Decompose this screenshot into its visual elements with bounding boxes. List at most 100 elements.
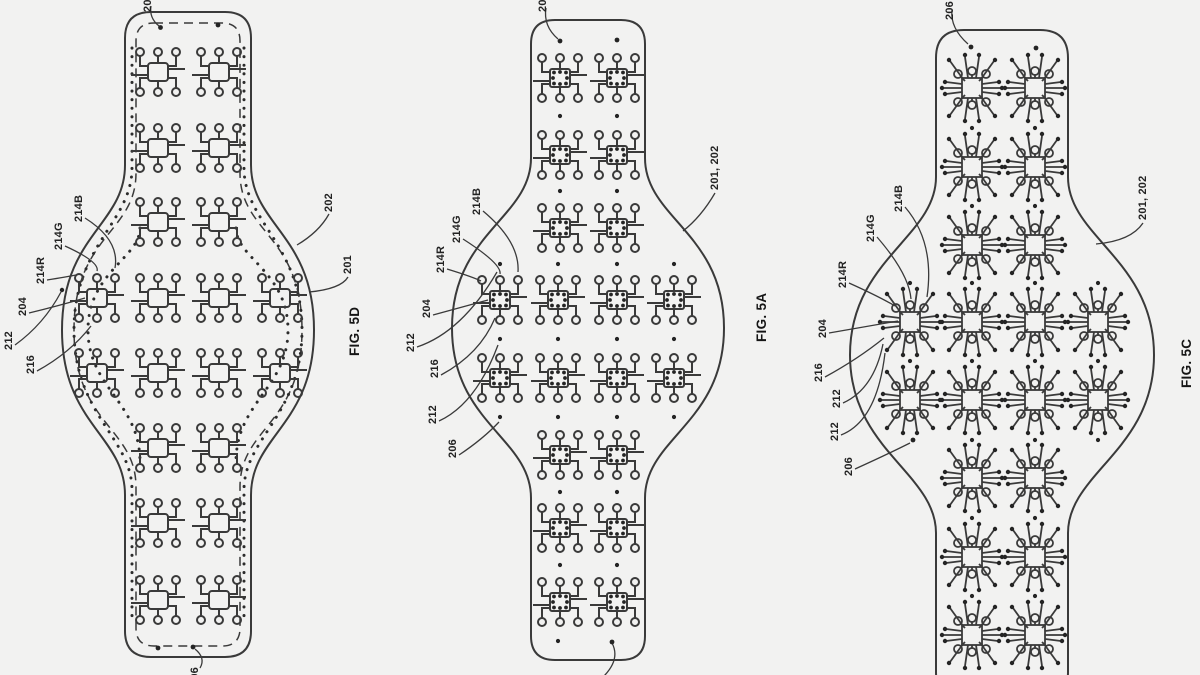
- led-unit: [191, 123, 247, 173]
- inter-row-dot: [557, 113, 563, 119]
- callout-206-top: 206: [944, 1, 956, 20]
- callout-214B: 214B: [471, 188, 483, 215]
- led-unit: [191, 197, 247, 247]
- inter-row-dot: [614, 261, 620, 267]
- led-unit: [1001, 598, 1069, 672]
- led-unit: [191, 575, 247, 625]
- led-unit: [646, 275, 702, 325]
- callout-212a: 212: [405, 333, 417, 352]
- callout-204: 204: [817, 318, 829, 338]
- callout-214R: 214R: [35, 257, 47, 284]
- inter-row-dot: [614, 188, 620, 194]
- led-unit: [589, 353, 645, 403]
- callout-216: 216: [813, 363, 825, 382]
- inter-row-dot: [555, 414, 561, 420]
- leader-204: [28, 297, 86, 314]
- led-unit: [589, 577, 645, 627]
- led-unit: [1001, 130, 1069, 204]
- leader-214B: [904, 206, 930, 298]
- leader-dot: [190, 644, 196, 650]
- led-unit: [589, 503, 645, 553]
- led-unit: [876, 285, 944, 359]
- band-outline: [848, 29, 1156, 675]
- led-unit: [532, 430, 588, 480]
- edge-dot-row: [72, 46, 134, 622]
- inter-row-dot: [969, 515, 975, 521]
- led-unit: [69, 273, 125, 323]
- callout-206-top: 206: [537, 0, 549, 12]
- led-unit: [130, 123, 186, 173]
- leader-214B: [482, 210, 519, 273]
- leader-201: [308, 276, 349, 293]
- callout-201: 201: [342, 255, 354, 274]
- leader-212b: [438, 344, 499, 422]
- edge-dot-row: [242, 46, 304, 622]
- edge-dot-row: [86, 226, 142, 464]
- band-drawing-5a: [450, 19, 726, 661]
- leader-214R: [46, 274, 77, 281]
- led-unit: [1064, 363, 1132, 437]
- led-unit: [938, 285, 1006, 359]
- callout-216: 216: [25, 355, 37, 374]
- inter-row-dot: [1032, 358, 1038, 364]
- edge-dot-row: [234, 226, 290, 464]
- callout-214G: 214G: [53, 222, 65, 250]
- led-unit: [530, 353, 586, 403]
- leader-lines-5a: [416, 7, 716, 675]
- led-unit: [532, 577, 588, 627]
- inter-row-dot: [969, 593, 975, 599]
- callout-214G: 214G: [865, 214, 877, 242]
- led-unit: [876, 363, 944, 437]
- inter-row-dot: [671, 261, 677, 267]
- inter-row-dot: [497, 261, 503, 267]
- leader-dot: [609, 639, 615, 645]
- inter-row-dot: [969, 437, 975, 443]
- led-unit: [191, 348, 247, 398]
- inter-row-dot: [671, 414, 677, 420]
- led-unit: [1001, 520, 1069, 594]
- callout-206: 206: [447, 439, 459, 458]
- callout-212b: 212: [829, 422, 841, 441]
- leader-dot: [910, 437, 916, 443]
- inter-row-dot: [1095, 437, 1101, 443]
- led-unit: [589, 203, 645, 253]
- callout-labels-5d: 206 202 201 214B 214G 214R 204 212 216 2…: [3, 0, 362, 675]
- callout-206-bottom: 206: [189, 667, 201, 675]
- led-unit: [130, 348, 186, 398]
- lone-dot: [155, 645, 161, 651]
- led-unit: [252, 348, 308, 398]
- leader-lines-5c: [824, 9, 1144, 470]
- led-unit: [589, 53, 645, 103]
- band-drawing-5d: [60, 11, 316, 658]
- led-unit: [938, 441, 1006, 515]
- leader-206: [458, 421, 500, 456]
- led-unit: [130, 197, 186, 247]
- inter-row-dot: [969, 125, 975, 131]
- callout-labels-5a: 206 201, 202 214B 214G 214R 204 212 216 …: [405, 0, 769, 458]
- fig-label-5d: FIG. 5D: [347, 307, 362, 356]
- leader-216: [824, 337, 885, 378]
- inter-row-dot: [969, 358, 975, 364]
- inter-row-dot: [671, 336, 677, 342]
- led-unit: [130, 498, 186, 548]
- leader-212a: [842, 343, 884, 404]
- callout-204: 204: [17, 296, 29, 316]
- leader-214R: [446, 268, 482, 282]
- callout-212b: 212: [427, 405, 439, 424]
- leader-dot: [557, 38, 563, 44]
- leader-204: [828, 320, 899, 334]
- led-unit: [938, 130, 1006, 204]
- inter-row-dot: [969, 203, 975, 209]
- led-unit: [1001, 363, 1069, 437]
- inter-row-dot: [969, 280, 975, 286]
- inter-row-dot: [1032, 203, 1038, 209]
- band-outline: [450, 19, 726, 661]
- callout-214R: 214R: [837, 261, 849, 288]
- callout-201-202: 201, 202: [709, 146, 721, 190]
- leader-216: [440, 317, 496, 376]
- led-unit: [1001, 51, 1069, 125]
- led-unit: [191, 273, 247, 323]
- leader-dot: [158, 25, 163, 30]
- leader-214R: [848, 282, 896, 307]
